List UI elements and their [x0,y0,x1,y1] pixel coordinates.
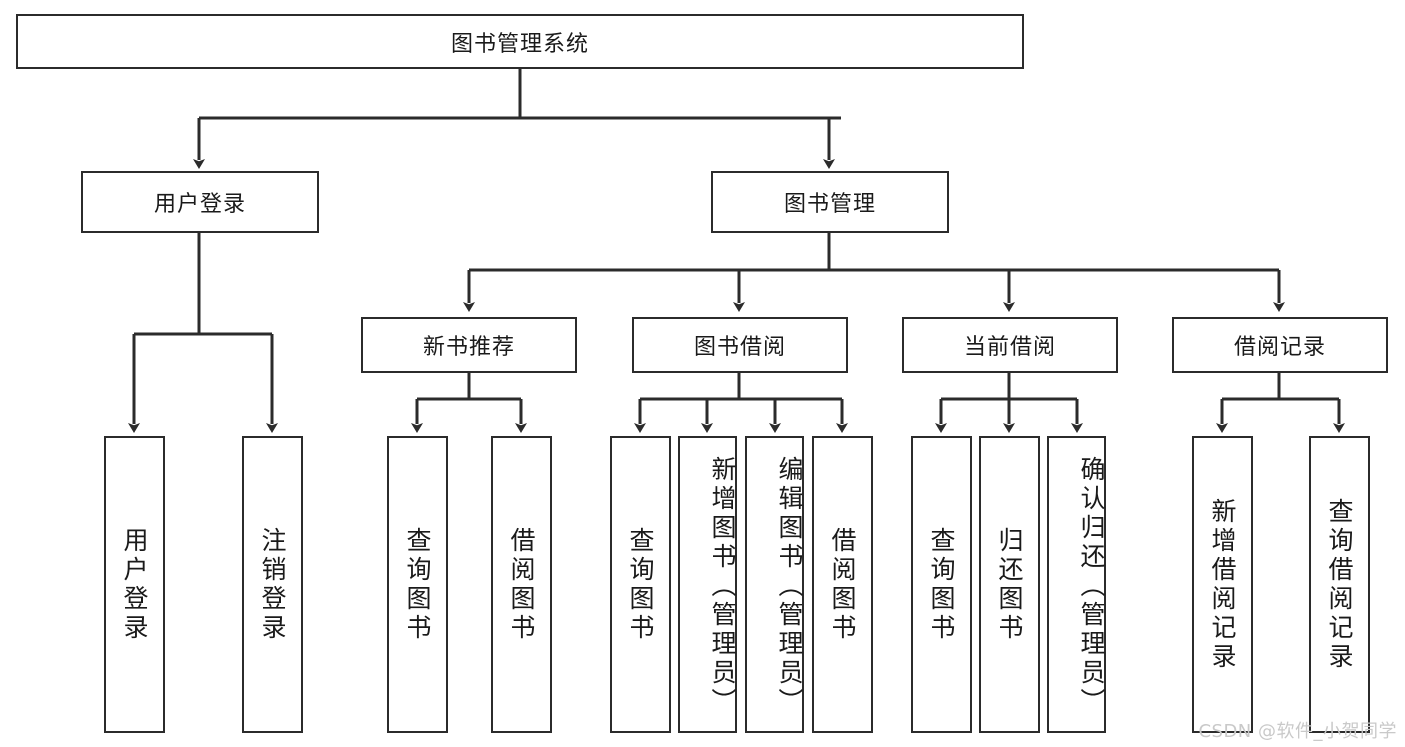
node-label: 图书管理 [783,192,876,217]
node-leaf-add-book[interactable]: 新增图书（管理员） [678,436,737,733]
node-label: 图书管理系统 [450,31,589,57]
node-leaf-query-book-3[interactable]: 查询图书 [911,436,972,733]
node-leaf-query-book-1[interactable]: 查询图书 [387,436,448,733]
node-label: 查询图书 [403,526,432,643]
node-label: 当前借阅 [963,335,1056,360]
node-label: 借阅记录 [1233,335,1326,360]
node-leaf-borrow-book-2[interactable]: 借阅图书 [812,436,873,733]
node-label: 新增借阅记录 [1208,497,1237,672]
node-label: 查询图书 [927,526,956,643]
node-label: 图书借阅 [693,335,786,360]
watermark: CSDN @软件_小贺同学 [1198,721,1397,742]
node-leaf-confirm-return[interactable]: 确认归还（管理员） [1047,436,1106,733]
node-book-management[interactable]: 图书管理 [711,171,949,233]
node-leaf-return-book[interactable]: 归还图书 [979,436,1040,733]
node-user-login[interactable]: 用户登录 [81,171,319,233]
node-label: 借阅图书 [828,526,857,643]
node-label: 编辑图书（管理员） [775,456,804,717]
node-label: 查询借阅记录 [1325,497,1354,672]
node-label: 用户登录 [120,526,149,643]
node-root-system[interactable]: 图书管理系统 [16,14,1024,69]
node-label: 新书推荐 [422,335,515,360]
node-label: 用户登录 [153,192,246,217]
node-label: 查询图书 [626,526,655,643]
node-leaf-query-book-2[interactable]: 查询图书 [610,436,671,733]
node-label: 归还图书 [995,526,1024,643]
node-book-borrow[interactable]: 图书借阅 [632,317,848,373]
node-label: 确认归还（管理员） [1077,456,1106,717]
node-leaf-borrow-book-1[interactable]: 借阅图书 [491,436,552,733]
node-leaf-edit-book[interactable]: 编辑图书（管理员） [745,436,804,733]
node-borrow-record[interactable]: 借阅记录 [1172,317,1388,373]
node-leaf-add-record[interactable]: 新增借阅记录 [1192,436,1253,733]
node-current-borrow[interactable]: 当前借阅 [902,317,1118,373]
node-leaf-user-login[interactable]: 用户登录 [104,436,165,733]
node-leaf-logout-login[interactable]: 注销登录 [242,436,303,733]
node-label: 新增图书（管理员） [708,456,737,717]
node-leaf-query-record[interactable]: 查询借阅记录 [1309,436,1370,733]
node-new-book-recommend[interactable]: 新书推荐 [361,317,577,373]
node-label: 借阅图书 [507,526,536,643]
node-label: 注销登录 [258,526,287,643]
